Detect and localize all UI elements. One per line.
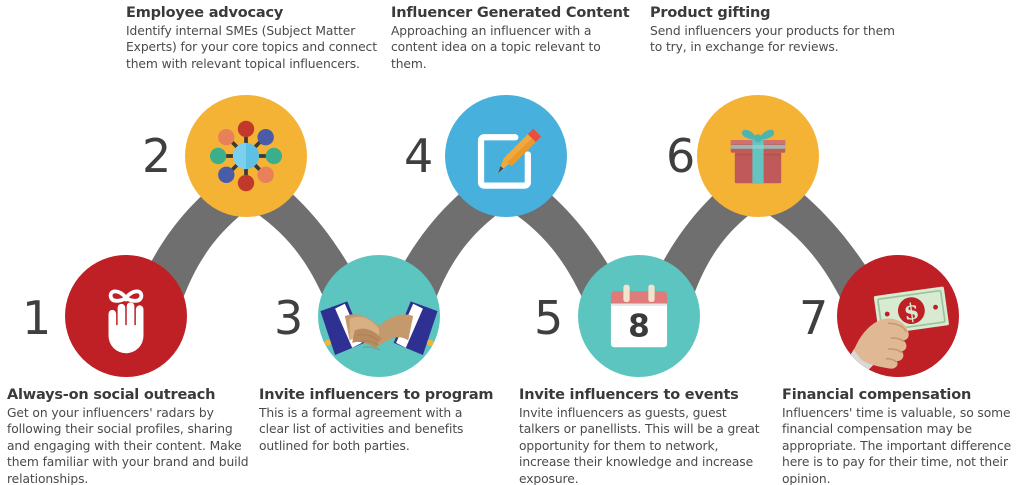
step-2-number: 2 — [142, 129, 172, 183]
hand-holding-money-icon: $ — [839, 286, 949, 377]
step-3-body: This is a formal agreement with a clear … — [259, 406, 464, 453]
hand-with-reminder-bow-icon — [108, 289, 144, 354]
step-6-title: Product gifting — [650, 5, 771, 21]
step-1-title: Always-on social outreach — [7, 387, 216, 403]
step-7-text-block: Financial compensation Influencers' time… — [782, 386, 1020, 485]
step-6-body: Send influencers your products for them … — [650, 24, 895, 55]
step-4-body: Approaching an influencer with a content… — [391, 24, 601, 71]
handshake-icon — [320, 301, 438, 356]
step-5-text-block: Invite influencers to events Invite infl… — [519, 386, 762, 485]
step-2-circle[interactable] — [185, 95, 307, 217]
step-1-text-block: Always-on social outreach Get on your in… — [7, 386, 250, 485]
network-hub-icon — [209, 120, 283, 192]
step-1-circle[interactable] — [65, 255, 187, 377]
step-5-body: Invite influencers as guests, guest talk… — [519, 406, 760, 485]
step-7-number: 7 — [799, 291, 829, 345]
step-2-body: Identify internal SMEs (Subject Matter E… — [126, 24, 377, 71]
svg-text:$: $ — [902, 298, 921, 326]
step-4-text-block: Influencer Generated Content Approaching… — [391, 4, 635, 72]
pencil-edit-icon — [477, 128, 542, 189]
step-4-number: 4 — [404, 129, 434, 183]
step-5-circle[interactable]: 8 — [578, 255, 700, 377]
step-2-title: Employee advocacy — [126, 5, 284, 21]
step-4-circle[interactable] — [445, 95, 567, 217]
step-3-title: Invite influencers to program — [259, 387, 494, 403]
step-5-number: 5 — [534, 291, 564, 345]
step-7-title: Financial compensation — [782, 387, 972, 403]
step-1-body: Get on your influencers' radars by follo… — [7, 406, 249, 485]
step-6-circle[interactable] — [697, 95, 819, 217]
step-2-text-block: Employee advocacy Identify internal SMEs… — [126, 4, 378, 72]
step-4-title: Influencer Generated Content — [391, 5, 630, 21]
calendar-icon: 8 — [610, 284, 668, 348]
step-3-circle[interactable] — [318, 255, 440, 377]
step-1-number: 1 — [22, 291, 52, 345]
step-7-circle[interactable]: $ — [837, 255, 959, 377]
step-3-text-block: Invite influencers to program This is a … — [259, 386, 495, 454]
step-6-text-block: Product gifting Send influencers your pr… — [650, 4, 900, 56]
step-5-title: Invite influencers to events — [519, 387, 739, 403]
gift-box-icon — [730, 129, 786, 184]
step-6-number: 6 — [666, 129, 696, 183]
calendar-day-number: 8 — [628, 308, 650, 344]
step-3-number: 3 — [274, 291, 304, 345]
step-7-body: Influencers' time is valuable, so some f… — [782, 406, 1012, 485]
